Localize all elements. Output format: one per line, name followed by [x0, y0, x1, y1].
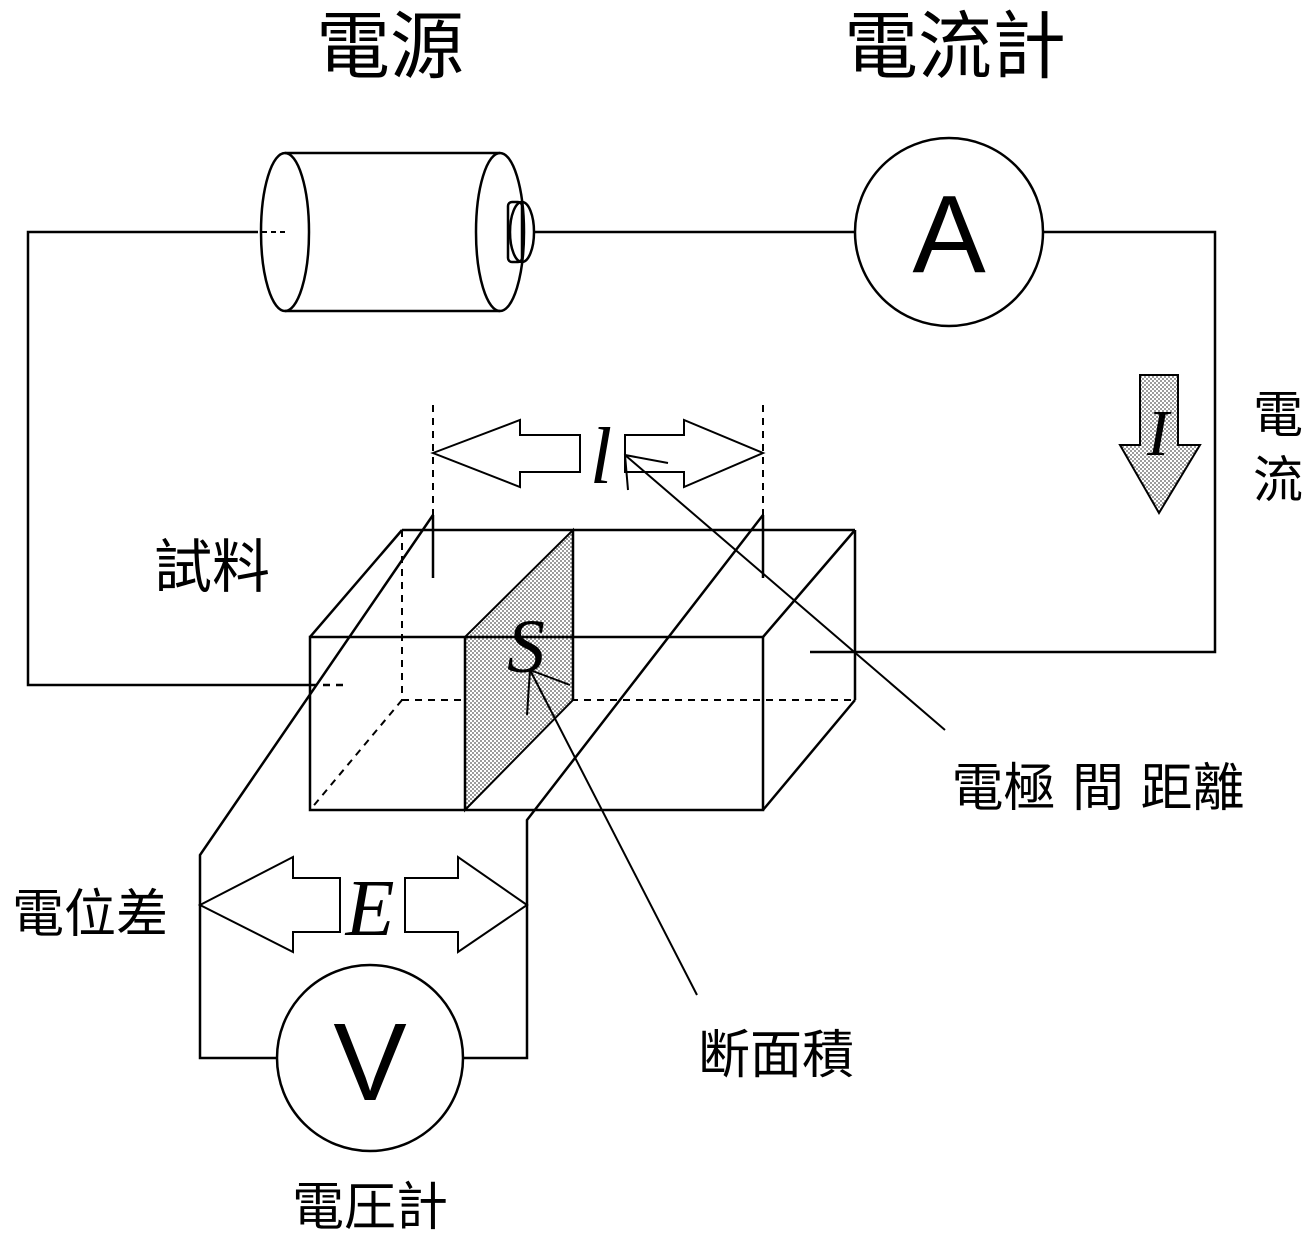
potential-double-arrow: E — [197, 855, 529, 954]
sample-label: 試料 — [154, 533, 270, 601]
ammeter-icon: A — [853, 136, 1045, 328]
ammeter-label: 電流計 — [844, 4, 1066, 90]
current-arrow-icon: I — [1118, 374, 1202, 515]
ammeter-symbol: A — [912, 173, 986, 296]
voltmeter-icon: V — [275, 963, 465, 1153]
area-symbol: S — [507, 605, 545, 689]
leader-lines — [526, 453, 946, 996]
sample-block — [308, 527, 857, 813]
battery-icon — [259, 151, 536, 313]
voltage-probe-leads — [198, 405, 765, 1060]
current-label-bottom: 流 — [1253, 451, 1303, 509]
current-symbol: I — [1146, 397, 1172, 470]
power-source-label: 電源 — [316, 4, 464, 90]
cross-section-label: 断面積 — [698, 1026, 854, 1086]
potential-difference-label: 電位差 — [12, 885, 168, 945]
length-double-arrow: l — [430, 413, 766, 501]
voltage-symbol: E — [345, 865, 395, 953]
voltmeter-label: 電圧計 — [292, 1178, 448, 1238]
electrode-distance-label: 電極 間 距離 — [951, 759, 1244, 819]
circuit-wires — [26, 230, 1217, 687]
current-label-top: 電 — [1253, 386, 1303, 444]
length-symbol: l — [590, 413, 612, 501]
voltmeter-symbol: V — [333, 1001, 406, 1124]
